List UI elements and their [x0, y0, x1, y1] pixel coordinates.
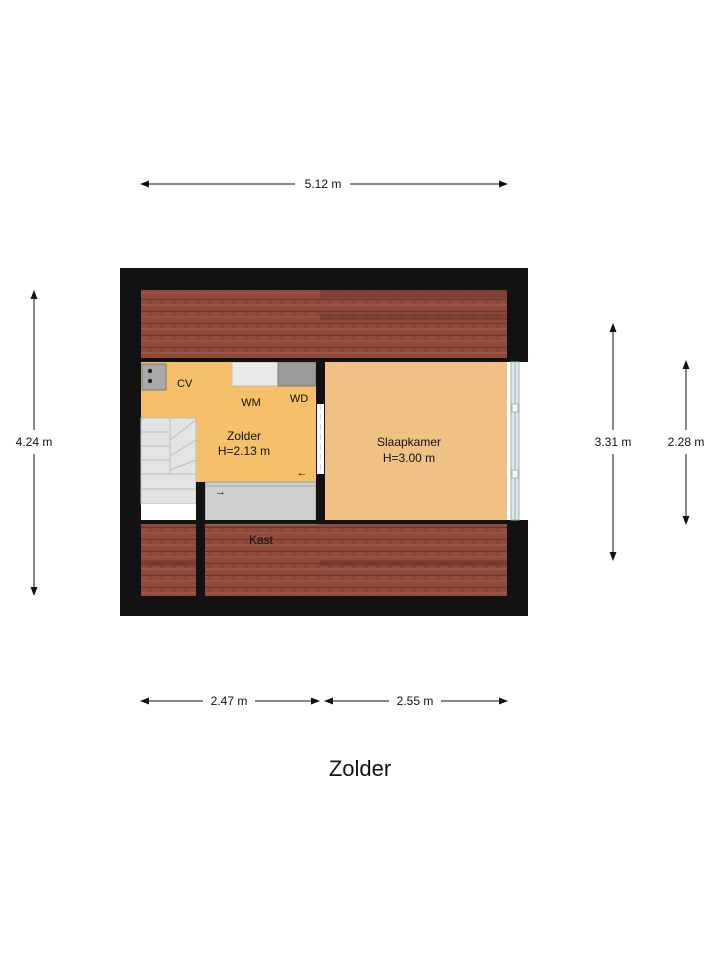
- room-name-slaapkamer: Slaapkamer: [377, 435, 441, 449]
- cv-boiler: CV: [141, 363, 193, 391]
- room-name-kast: Kast: [249, 533, 274, 547]
- dimension-label: 5.12 m: [305, 177, 342, 191]
- room-height-slaapkamer: H=3.00 m: [383, 451, 435, 465]
- staircase: [140, 417, 197, 524]
- fixture-label-cv: CV: [177, 378, 193, 390]
- door-zolder-slaapkamer: [317, 404, 324, 474]
- room-slaapkamer: Slaapkamer H=3.00 m: [325, 362, 507, 520]
- dimension-top-width: 5.12 m: [140, 177, 508, 191]
- dimension-label: 4.24 m: [16, 435, 53, 449]
- dimension-label: 2.28 m: [668, 435, 705, 449]
- room-height-zolder: H=2.13 m: [218, 444, 270, 458]
- dimension-label: 3.31 m: [595, 435, 632, 449]
- dimension-bottom-left: 2.47 m: [140, 694, 320, 708]
- dimension-right-height-inner: 2.28 m: [668, 360, 705, 525]
- room-name-zolder: Zolder: [227, 429, 261, 443]
- floor-title: Zolder: [328, 756, 392, 781]
- dimension-label: 2.55 m: [397, 694, 434, 708]
- dimension-right-height-outer: 3.31 m: [595, 323, 632, 561]
- laundry-appliances: WM WD: [231, 361, 317, 409]
- dimension-label: 2.47 m: [211, 694, 248, 708]
- direction-arrow-icon: →: [215, 486, 226, 498]
- window-right: [507, 361, 528, 521]
- dimension-bottom-right: 2.55 m: [324, 694, 508, 708]
- direction-arrow-icon: ←: [297, 467, 308, 479]
- fixture-label-wm: WM: [241, 397, 261, 409]
- dimension-left-height: 4.24 m: [16, 290, 53, 596]
- fixture-label-wd: WD: [290, 393, 308, 405]
